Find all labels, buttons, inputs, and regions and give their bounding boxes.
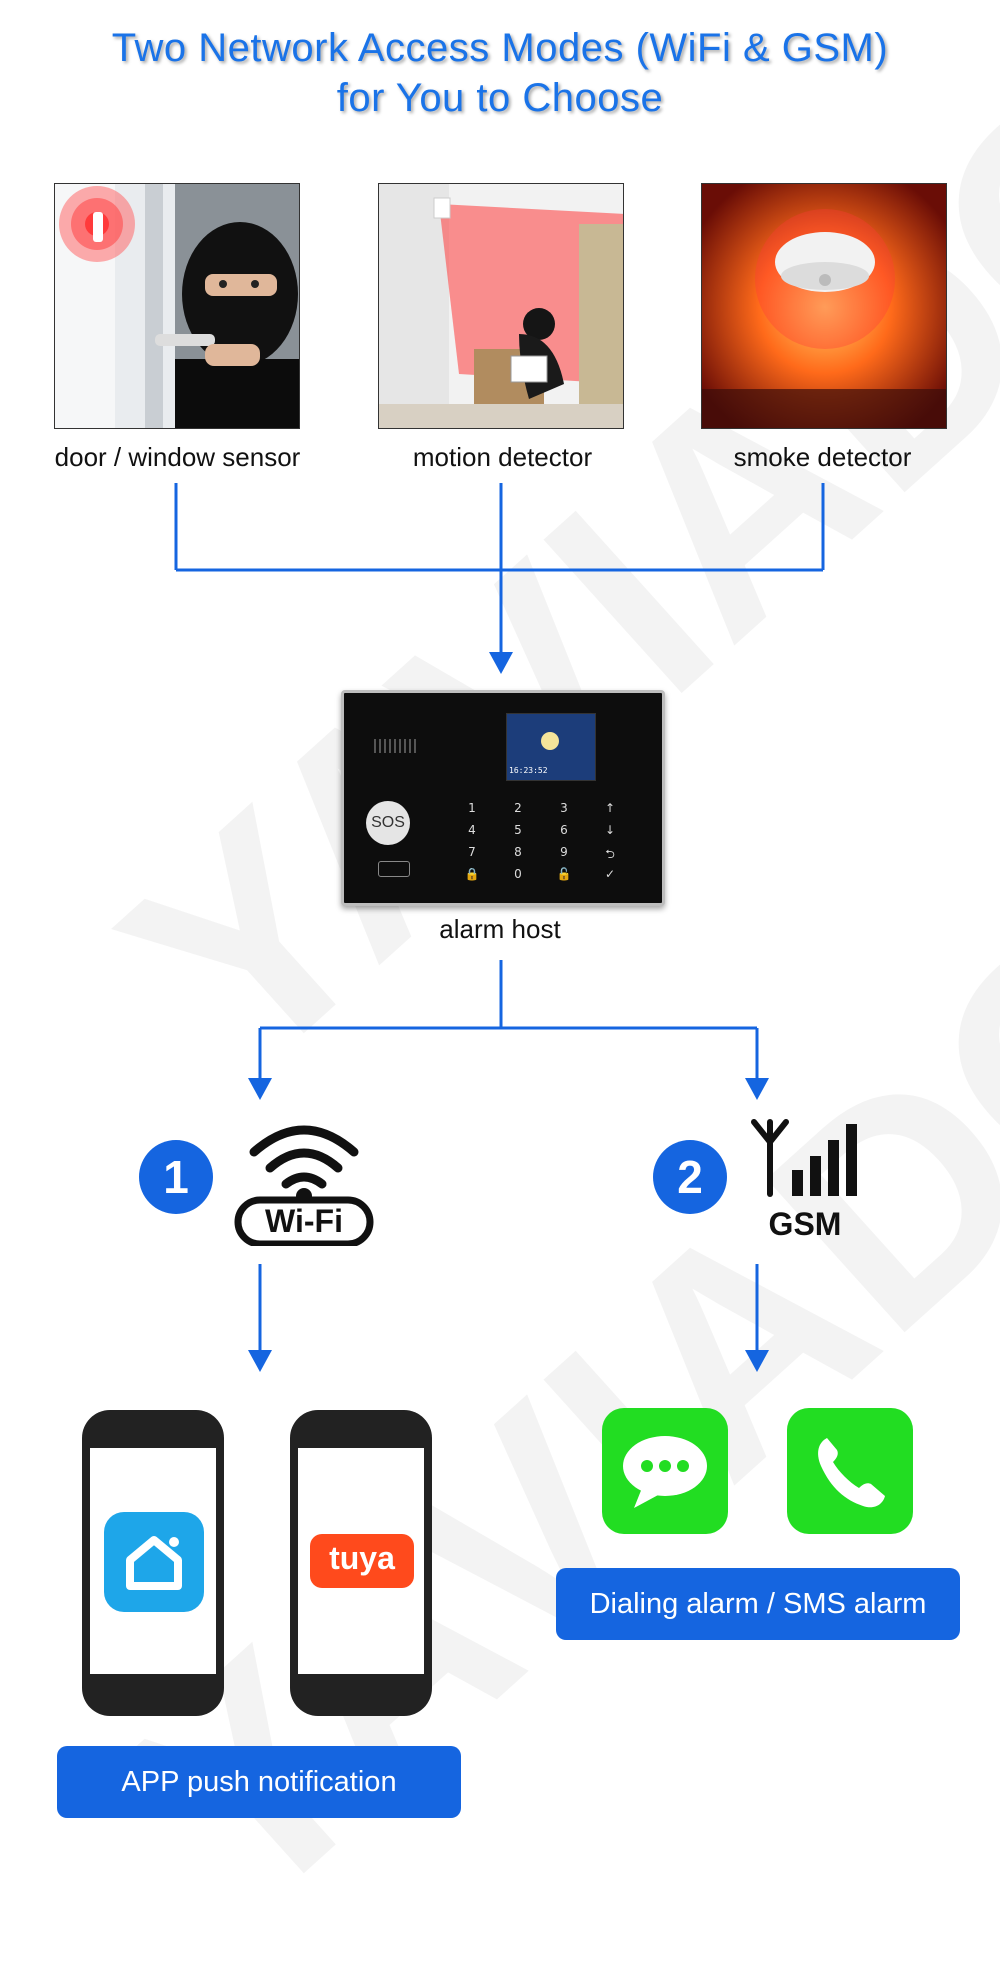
host-time: 16:23:52 — [509, 766, 548, 775]
smart-home-app-icon[interactable] — [104, 1512, 204, 1612]
host-keypad: 1 2 3 ↑ 4 5 6 ↓ 7 8 9 ⮌ 🔒 0 🔓 ✓ — [462, 801, 616, 891]
wifi-label: Wi-Fi — [265, 1203, 343, 1239]
wifi-icon: Wi-Fi — [232, 1114, 376, 1248]
sensor-label-door-window: door / window sensor — [54, 442, 301, 472]
tuya-app-label: tuya — [329, 1540, 395, 1576]
host-lcd-screen: 16:23:52 — [506, 713, 596, 781]
gsm-label: GSM — [768, 1206, 842, 1242]
sensor-label-motion: motion detector — [412, 442, 593, 472]
phone-left — [82, 1410, 224, 1716]
key-0[interactable]: 0 — [514, 867, 522, 881]
sos-button[interactable]: SOS — [366, 801, 410, 845]
key-confirm[interactable]: ✓ — [604, 867, 616, 881]
sms-message-icon — [602, 1408, 728, 1534]
signal-bars-icon — [750, 1118, 860, 1198]
phone-call-icon — [787, 1408, 913, 1534]
phone-right: tuya — [290, 1410, 432, 1716]
key-9[interactable]: 9 — [560, 845, 568, 859]
motion-detector-photo — [378, 183, 624, 429]
sensor-label-smoke: smoke detector — [733, 442, 912, 472]
page-title-line-2: for You to Choose — [336, 76, 664, 120]
mode-number-1: 1 — [139, 1140, 213, 1214]
key-6[interactable]: 6 — [560, 823, 568, 837]
key-4[interactable]: 4 — [468, 823, 476, 837]
moon-icon — [541, 732, 559, 750]
key-1[interactable]: 1 — [468, 801, 476, 815]
flow-connectors — [174, 483, 825, 1372]
key-back[interactable]: ⮌ — [605, 847, 615, 861]
key-down[interactable]: ↓ — [604, 823, 616, 837]
key-up[interactable]: ↑ — [604, 801, 616, 815]
key-disarm[interactable]: 🔓 — [556, 867, 572, 881]
page-title-line-1: Two Network Access Modes (WiFi & GSM) — [111, 26, 889, 70]
app-push-notification-badge: APP push notification — [57, 1746, 461, 1818]
key-7[interactable]: 7 — [468, 845, 476, 859]
key-8[interactable]: 8 — [514, 845, 522, 859]
key-5[interactable]: 5 — [514, 823, 522, 837]
speaker-grille — [374, 739, 418, 753]
smoke-detector-photo — [701, 183, 947, 429]
door-window-sensor-photo — [54, 183, 300, 429]
mode-number-2: 2 — [653, 1140, 727, 1214]
rfid-icon — [378, 861, 410, 877]
alarm-host-panel: 16:23:52 SOS 1 2 3 ↑ 4 5 6 ↓ 7 8 9 ⮌ 🔒 0… — [341, 690, 665, 906]
key-arm[interactable]: 🔒 — [464, 867, 480, 881]
alarm-host-label: alarm host — [439, 914, 561, 944]
key-2[interactable]: 2 — [514, 801, 522, 815]
dial-sms-alarm-badge: Dialing alarm / SMS alarm — [556, 1568, 960, 1640]
tuya-app-icon[interactable]: tuya — [310, 1534, 414, 1588]
key-3[interactable]: 3 — [560, 801, 568, 815]
